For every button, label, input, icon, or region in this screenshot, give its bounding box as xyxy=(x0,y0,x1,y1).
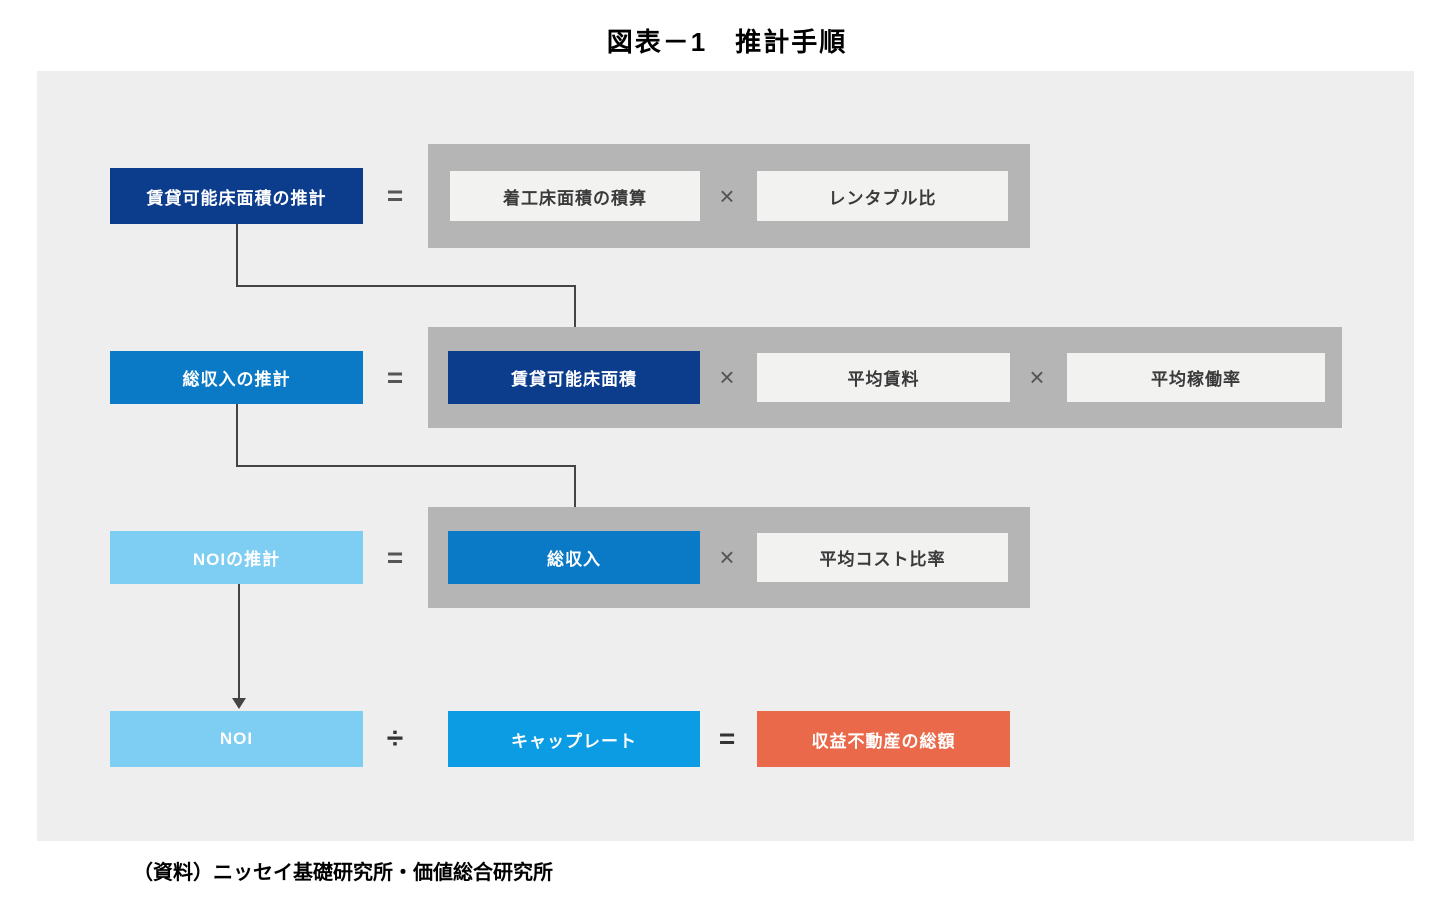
box-cap-rate: キャップレート xyxy=(448,711,700,767)
box-noi-estimation: NOIの推計 xyxy=(110,531,363,584)
equals-operator-row2: = xyxy=(386,361,404,393)
box-gross-income-estimation: 総収入の推計 xyxy=(110,351,363,404)
box-income-real-estate-total: 収益不動産の総額 xyxy=(757,711,1010,767)
box-rentable-floor-area: 賃貸可能床面積 xyxy=(448,351,700,404)
box-average-occupancy-rate: 平均稼働率 xyxy=(1067,353,1325,402)
equals-operator-row4: = xyxy=(718,723,736,754)
box-noi: NOI xyxy=(110,711,363,767)
source-note: （資料）ニッセイ基礎研究所・価値総合研究所 xyxy=(133,862,553,884)
divide-operator: ÷ xyxy=(386,722,404,755)
arrow-down-icon xyxy=(232,698,246,709)
connector-row1-vertical xyxy=(236,224,238,287)
box-rentable-floor-area-estimation: 賃貸可能床面積の推計 xyxy=(110,168,363,224)
box-average-rent: 平均賃料 xyxy=(757,353,1010,402)
figure-title: 図表－1 推計手順 xyxy=(606,27,848,57)
connector-row3-vertical xyxy=(238,584,240,700)
box-rentable-ratio: レンタブル比 xyxy=(757,171,1008,221)
connector-row2-drop xyxy=(574,465,576,520)
multiply-operator-row2-a: × xyxy=(719,362,735,392)
box-construction-floor-area: 着工床面積の積算 xyxy=(450,171,700,221)
multiply-operator-row3: × xyxy=(719,542,735,572)
connector-row2-vertical xyxy=(236,404,238,467)
box-average-cost-ratio: 平均コスト比率 xyxy=(757,533,1008,582)
multiply-operator-row1: × xyxy=(719,180,735,211)
box-gross-income: 総収入 xyxy=(448,531,700,584)
connector-row1-drop xyxy=(574,285,576,340)
connector-row2-horizontal xyxy=(236,465,576,467)
equals-operator-row3: = xyxy=(386,541,404,573)
connector-row1-horizontal xyxy=(236,285,576,287)
multiply-operator-row2-b: × xyxy=(1029,362,1045,392)
equals-operator-row1: = xyxy=(386,180,404,211)
